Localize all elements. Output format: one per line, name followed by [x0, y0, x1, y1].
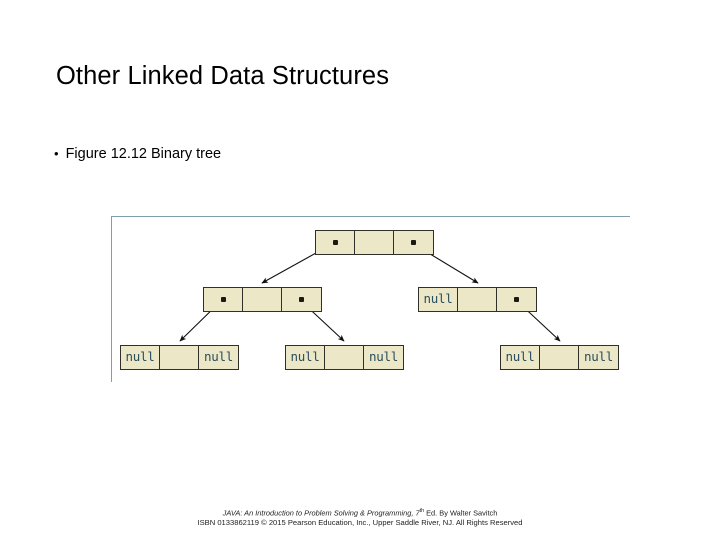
- null-label: null: [584, 349, 613, 365]
- pointer-dot-icon: [299, 297, 304, 302]
- pointer-dot-icon: [514, 297, 519, 302]
- null-label: null: [423, 291, 453, 307]
- node-cell-right-pointer: [497, 288, 536, 311]
- node-cell-right-null: null: [364, 346, 403, 369]
- node-cell-left-null: null: [419, 288, 458, 311]
- node-cell-left-pointer: [316, 231, 355, 254]
- tree-node-left-child: [203, 287, 322, 312]
- node-cell-data: [325, 346, 364, 369]
- footer-edition-superscript: th: [419, 508, 425, 514]
- null-label: null: [290, 349, 320, 365]
- tree-node-leaf-3: null null: [500, 345, 619, 370]
- tree-node-right-child: null: [418, 287, 537, 312]
- footer: JAVA: An Introduction to Problem Solving…: [0, 506, 720, 528]
- tree-node-leaf-2: null null: [285, 345, 404, 370]
- bullet-item-label: Figure 12.12 Binary tree: [65, 146, 222, 162]
- node-cell-data: [243, 288, 282, 311]
- node-cell-left-null: null: [121, 346, 160, 369]
- null-label: null: [369, 349, 398, 365]
- node-cell-data: [355, 231, 394, 254]
- pointer-dot-icon: [220, 297, 226, 302]
- bullet-marker-icon: •: [54, 146, 59, 161]
- null-label: null: [125, 349, 155, 365]
- null-label: null: [505, 349, 535, 365]
- figure-frame: [111, 216, 630, 382]
- null-label: null: [204, 349, 233, 365]
- footer-citation-main: JAVA: An Introduction to Problem Solving…: [222, 508, 420, 518]
- pointer-dot-icon: [411, 240, 416, 245]
- node-cell-right-pointer: [394, 231, 433, 254]
- page-title: Other Linked Data Structures: [56, 62, 390, 90]
- footer-copyright-line: ISBN 0133862119 © 2015 Pearson Education…: [197, 518, 523, 528]
- node-cell-right-null: null: [579, 346, 618, 369]
- node-cell-left-pointer: [204, 288, 243, 311]
- node-cell-left-null: null: [286, 346, 325, 369]
- node-cell-left-null: null: [501, 346, 540, 369]
- node-cell-data: [160, 346, 199, 369]
- bullet-item: • Figure 12.12 Binary tree: [54, 146, 221, 162]
- node-cell-right-null: null: [199, 346, 238, 369]
- node-cell-data: [540, 346, 579, 369]
- tree-node-leaf-1: null null: [120, 345, 239, 370]
- footer-citation-author: Ed. By Walter Savitch: [424, 508, 498, 518]
- node-cell-data: [458, 288, 497, 311]
- pointer-dot-icon: [332, 240, 338, 245]
- tree-node-root: [315, 230, 434, 255]
- footer-citation-line: JAVA: An Introduction to Problem Solving…: [0, 506, 720, 518]
- node-cell-right-pointer: [282, 288, 321, 311]
